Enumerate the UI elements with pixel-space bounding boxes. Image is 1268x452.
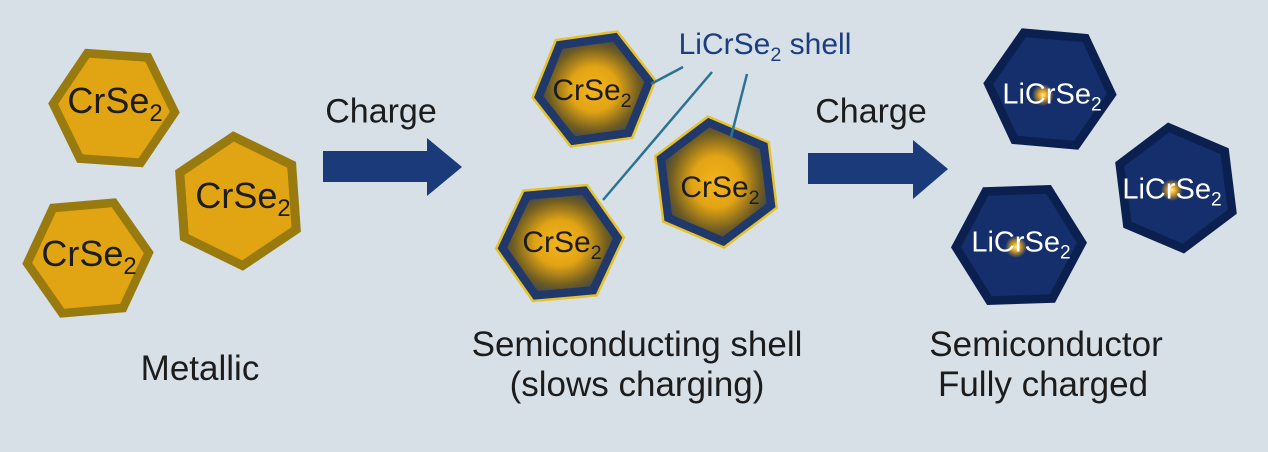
charge-arrow-2 bbox=[808, 140, 948, 199]
charged-particle-3-label: LiCrSe2 bbox=[1122, 173, 1222, 211]
charge-label-1: Charge bbox=[325, 92, 437, 131]
shell-pointer-line-2 bbox=[602, 71, 713, 201]
charge-arrow-1 bbox=[323, 138, 462, 196]
shell-particle-1-label: CrSe2 bbox=[552, 74, 632, 112]
shell-particle-3-label: CrSe2 bbox=[680, 171, 760, 209]
shell-caption-line2: (slows charging) bbox=[509, 365, 765, 404]
metallic-caption: Metallic bbox=[140, 349, 260, 388]
charged-particle-1-label: LiCrSe2 bbox=[1002, 78, 1102, 116]
shell-particle-2-label: CrSe2 bbox=[522, 226, 602, 264]
shell-particle-1 bbox=[531, 30, 657, 148]
metallic-particle-3-label: CrSe2 bbox=[195, 175, 291, 223]
shell-particle-3 bbox=[653, 115, 779, 249]
metallic-particle-2 bbox=[22, 198, 154, 318]
charged-caption-line2: Fully charged bbox=[937, 365, 1149, 404]
shell-pointer-line-3 bbox=[729, 73, 749, 138]
charged-particle-2-label: LiCrSe2 bbox=[971, 226, 1071, 264]
metallic-particle-2-label: CrSe2 bbox=[41, 233, 137, 281]
metallic-particle-3 bbox=[175, 131, 301, 271]
charged-particle-2 bbox=[951, 185, 1087, 305]
metallic-particle-1 bbox=[48, 48, 180, 168]
charged-particle-3 bbox=[1115, 122, 1237, 254]
metallic-particle-1-label: CrSe2 bbox=[67, 80, 163, 128]
shell-pointer-line-1 bbox=[650, 65, 684, 86]
shell-particle-2 bbox=[494, 183, 626, 303]
shell-caption-line1: Semiconducting shell bbox=[471, 325, 803, 364]
shell-annotation: LiCrSe2 shell bbox=[678, 28, 852, 66]
charged-particle-1 bbox=[983, 28, 1117, 150]
charge-label-2: Charge bbox=[815, 92, 927, 131]
charged-caption-line1: Semiconductor bbox=[929, 325, 1163, 364]
